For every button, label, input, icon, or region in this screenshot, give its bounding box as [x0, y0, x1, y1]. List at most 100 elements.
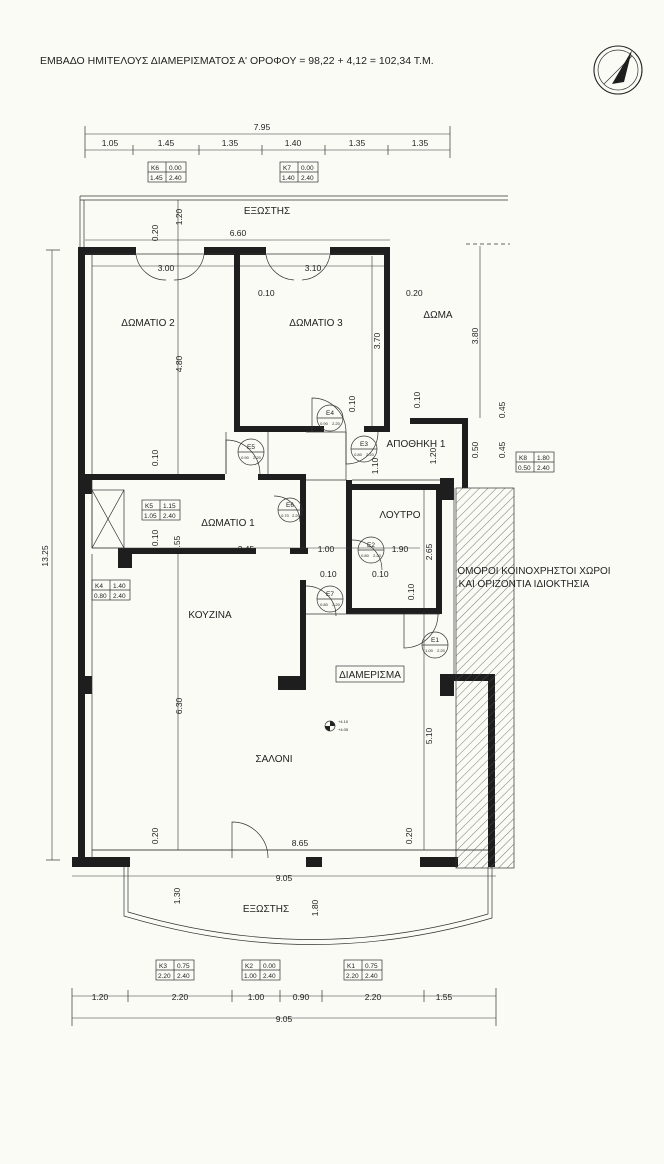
svg-text:1.45: 1.45	[150, 175, 163, 182]
window-tag-k4: Κ4 1.40 0.80 2.40	[91, 579, 131, 601]
svg-text:2.20: 2.20	[346, 973, 359, 980]
top-total-dim: 7.95	[254, 122, 271, 132]
svg-text:1.40: 1.40	[282, 175, 295, 182]
svg-text:0.80: 0.80	[354, 452, 363, 457]
level-mark-1: +4.10	[338, 719, 349, 724]
svg-text:Ε7: Ε7	[326, 591, 334, 598]
svg-text:2.40: 2.40	[365, 973, 378, 980]
door-tag-e7: Ε7 0.80 2.20	[316, 585, 344, 613]
top-dimension-chain: 7.95 1.05 1.45 1.35 1.40 1.35 1.35	[84, 122, 451, 158]
svg-text:0.10: 0.10	[320, 569, 337, 579]
room-label-doma: ΔΩΜΑ	[423, 310, 452, 321]
room-label-saloni: ΣΑΛΟΝΙ	[255, 754, 292, 765]
svg-text:5.10: 5.10	[424, 727, 434, 744]
svg-text:8.65: 8.65	[292, 838, 309, 848]
svg-text:2.20: 2.20	[332, 421, 341, 426]
svg-text:Κ2: Κ2	[245, 963, 253, 970]
bottom-dimension-chain: 1.20 2.20 1.00 0.90 2.20 1.55 9.05	[71, 988, 497, 1026]
room-label-exostis-top: ΕΞΩΣΤΗΣ	[244, 206, 290, 217]
svg-text:2.20: 2.20	[332, 602, 341, 607]
svg-text:1.55: 1.55	[172, 535, 182, 552]
svg-text:2.20: 2.20	[437, 648, 446, 653]
room-label-domatio2: ΔΩΜΑΤΙΟ 2	[121, 318, 175, 329]
window-tag-k2: Κ2 0.00 1.00 2.40	[241, 959, 281, 981]
svg-text:2.20: 2.20	[253, 455, 262, 460]
svg-text:Ε4: Ε4	[326, 410, 334, 417]
svg-text:2.40: 2.40	[263, 973, 276, 980]
svg-text:6.60: 6.60	[230, 228, 247, 238]
top-seg-2: 1.45	[158, 138, 175, 148]
svg-text:9.05: 9.05	[276, 873, 293, 883]
room-label-kouzina: ΚΟΥΖΙΝΑ	[188, 610, 232, 621]
door-tag-e3: Ε3 0.80 2.20	[350, 435, 378, 463]
svg-text:2.40: 2.40	[163, 513, 176, 520]
svg-text:1.05: 1.05	[144, 513, 157, 520]
diamerisma-box	[335, 665, 405, 683]
svg-text:Ε5: Ε5	[247, 444, 255, 451]
top-seg-4: 1.40	[285, 138, 302, 148]
bottom-seg-5: 2.20	[365, 992, 382, 1002]
svg-text:0.75: 0.75	[177, 963, 190, 970]
svg-text:0.50: 0.50	[470, 441, 480, 458]
svg-text:0.10: 0.10	[406, 583, 416, 600]
svg-text:1.00: 1.00	[318, 544, 335, 554]
room-label-exostis-bottom: ΕΞΩΣΤΗΣ	[243, 904, 289, 915]
svg-text:1.10: 1.10	[370, 457, 380, 474]
svg-text:3.45: 3.45	[238, 544, 255, 554]
bottom-seg-2: 2.20	[172, 992, 189, 1002]
svg-text:0.10: 0.10	[258, 288, 275, 298]
door-tag-e1: Ε1 1.00 2.20	[421, 631, 449, 659]
svg-text:3.10: 3.10	[305, 263, 322, 273]
door-tag-e4: Ε4 0.90 2.20	[316, 404, 344, 432]
bottom-seg-4: 0.90	[293, 992, 310, 1002]
bottom-balcony	[123, 867, 493, 945]
level-mark-icon	[324, 720, 336, 732]
room-label-domatio1: ΔΩΜΑΤΙΟ 1	[201, 518, 255, 529]
window-tag-k8: Κ8 1.80 0.50 2.40	[515, 451, 555, 473]
window-tag-k6: Κ6 0.00 1.45 2.40	[147, 161, 187, 183]
svg-text:3.00: 3.00	[158, 263, 175, 273]
svg-text:2.40: 2.40	[177, 973, 190, 980]
svg-text:0.45: 0.45	[497, 441, 507, 458]
svg-text:0.20: 0.20	[150, 827, 160, 844]
svg-text:1.00: 1.00	[244, 973, 257, 980]
svg-text:2.40: 2.40	[169, 175, 182, 182]
svg-text:0.70: 0.70	[281, 513, 290, 518]
svg-text:0.10: 0.10	[372, 569, 389, 579]
plan-title: ΕΜΒΑΔΟ ΗΜΙΤΕΛΟΥΣ ΔΙΑΜΕΡΙΣΜΑΤΟΣ Α' ΟΡΟΦΟΥ…	[40, 55, 434, 67]
svg-text:Ε1: Ε1	[431, 637, 439, 644]
svg-text:0.50: 0.50	[518, 465, 531, 472]
top-seg-5: 1.35	[349, 138, 366, 148]
svg-text:Κ8: Κ8	[519, 455, 527, 462]
door-swings	[135, 254, 439, 859]
svg-text:0.45: 0.45	[497, 401, 507, 418]
light-well	[91, 489, 125, 549]
bottom-total-dim: 9.05	[276, 1014, 293, 1024]
room-label-diamerisma: ΔΙΑΜΕΡΙΣΜΑ	[339, 670, 401, 681]
svg-text:1.30: 1.30	[172, 887, 182, 904]
svg-text:Κ5: Κ5	[145, 503, 153, 510]
svg-text:Κ4: Κ4	[95, 583, 103, 590]
room-label-loutro: ΛΟΥΤΡΟ	[379, 510, 420, 521]
svg-text:2.20: 2.20	[373, 553, 382, 558]
common-area-hatch	[455, 487, 515, 869]
svg-text:0.00: 0.00	[169, 165, 182, 172]
svg-text:2.65: 2.65	[424, 543, 434, 560]
svg-text:1.90: 1.90	[392, 544, 409, 554]
svg-text:Ε6: Ε6	[286, 502, 294, 509]
svg-text:2.40: 2.40	[537, 465, 550, 472]
room-label-common-2: ΚΑΙ ΟΡΙΖΟΝΤΙΑ ΙΔΙΟΚΤΗΣΙΑ	[459, 579, 590, 590]
svg-text:Ε2: Ε2	[367, 542, 375, 549]
svg-text:0.20: 0.20	[406, 288, 423, 298]
svg-text:1.40: 1.40	[113, 583, 126, 590]
bottom-seg-6: 1.55	[436, 992, 453, 1002]
svg-text:1.20: 1.20	[428, 447, 438, 464]
svg-text:Κ3: Κ3	[159, 963, 167, 970]
svg-text:0.10: 0.10	[412, 391, 422, 408]
svg-text:0.10: 0.10	[150, 529, 160, 546]
svg-text:6.30: 6.30	[174, 697, 184, 714]
door-tag-e5: Ε5 0.90 2.20	[237, 438, 265, 466]
svg-text:0.00: 0.00	[263, 963, 276, 970]
